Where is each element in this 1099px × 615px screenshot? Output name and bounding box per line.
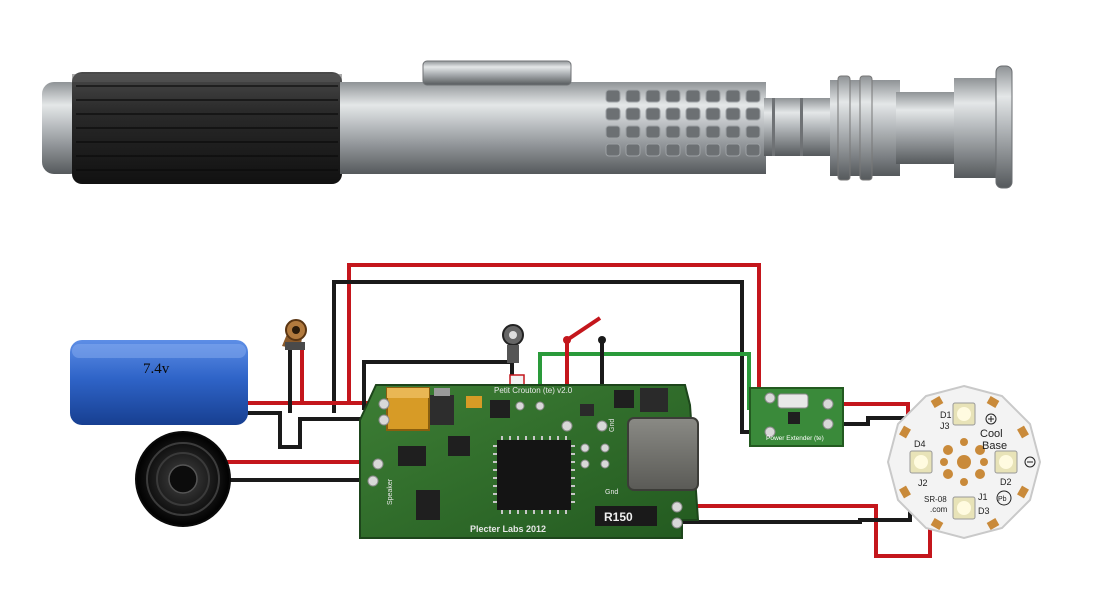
- board-pads: [367, 398, 683, 529]
- board-gnd-label-2: Gnd: [609, 419, 616, 432]
- hilt-neck: [764, 98, 834, 156]
- led-label-base: Base: [982, 440, 1007, 452]
- led-label-j3: J3: [940, 421, 950, 431]
- wire-red-top-loop: [347, 263, 770, 403]
- led-pb-badge: [996, 490, 1012, 506]
- recharge-port: [282, 319, 307, 350]
- led-label-d3: D3: [978, 506, 990, 516]
- board-resistor: [595, 506, 657, 526]
- wire-black-battery: [244, 411, 384, 449]
- hilt-activation-box: [422, 60, 572, 86]
- led-label-d1: D1: [940, 410, 952, 420]
- board-inductor: [627, 417, 699, 491]
- hilt-body: [340, 82, 605, 174]
- wire-black-board: [362, 360, 514, 410]
- battery-pack: 7.4v: [70, 340, 248, 425]
- led-dies: [909, 402, 1018, 520]
- sound-board: R150 Petit Crouton (te) v2.0 Plecter Lab…: [359, 384, 700, 539]
- board-speaker-label: Speaker: [387, 478, 394, 505]
- hilt-grip: [72, 72, 342, 184]
- board-microcontroller: [493, 436, 575, 514]
- led-star-board: Cool Base D1 J3 D4 D2 J2 J1 D3 SR-08 .co…: [886, 384, 1042, 540]
- extender-label: Power Extender (te): [766, 435, 824, 442]
- led-label-brand: SR-08: [924, 495, 947, 504]
- led-label-j2: J2: [918, 478, 928, 488]
- board-title: Petit Crouton (te) v2.0: [494, 386, 573, 395]
- led-label-cool: Cool: [980, 428, 1003, 440]
- led-label-j1: J1: [978, 492, 988, 502]
- saber-hilt: [42, 60, 1013, 189]
- led-label-d2: D2: [1000, 477, 1012, 487]
- hilt-ribbed-section: [600, 82, 766, 174]
- led-label-domain: .com: [930, 505, 948, 514]
- power-extender-board: Power Extender (te): [749, 387, 844, 447]
- battery-voltage-label: 7.4v: [143, 361, 170, 377]
- hilt-emitter: [830, 65, 1013, 189]
- wire-red-led-out: [680, 504, 932, 558]
- board-resistor-label: R150: [604, 510, 633, 524]
- speaker: [135, 431, 231, 527]
- led-label-pb: Pb: [998, 496, 1007, 503]
- board-gnd-label: Gnd: [605, 489, 618, 496]
- led-label-d4: D4: [914, 439, 926, 449]
- board-maker: Plecter Labs 2012: [470, 524, 546, 534]
- activation-switch: [563, 316, 606, 344]
